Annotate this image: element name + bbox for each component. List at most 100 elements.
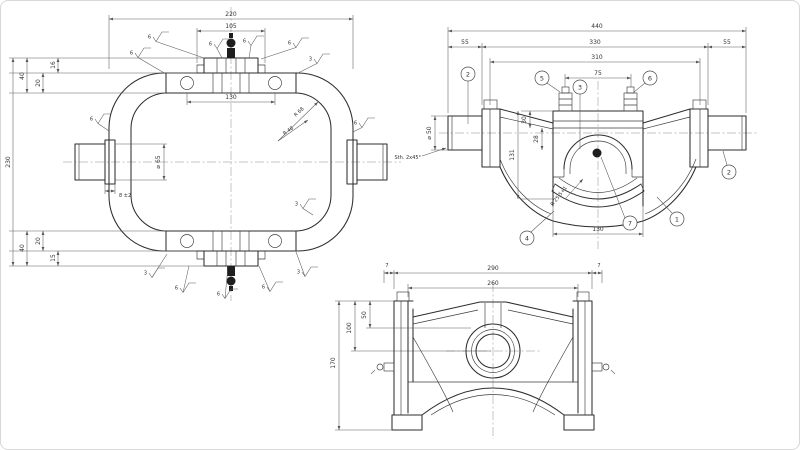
lube-hole-dot <box>592 148 602 158</box>
dim-offset-right-label: 7 <box>597 263 600 269</box>
dim-segment-row: 55 330 55 <box>448 39 746 105</box>
side-view: 440 55 330 55 310 75 131 30 <box>395 23 758 249</box>
balloon-2: 2 <box>460 66 476 82</box>
surface-finish-icon: 6 <box>262 281 283 293</box>
balloon-7: 7 <box>622 215 638 231</box>
dim-inner-width-label: 260 <box>487 280 499 287</box>
dim-bore-center-label: 100 <box>346 322 353 334</box>
surface-finish-icon: 6 <box>288 37 309 49</box>
bolt-hole <box>180 76 194 90</box>
svg-text:6: 6 <box>288 41 291 47</box>
svg-text:3: 3 <box>144 271 147 277</box>
surface-finish-icon: 3 <box>309 53 330 65</box>
left-shaft <box>447 99 501 168</box>
balloon-1: 1 <box>669 211 685 227</box>
balloon-6: 6 <box>642 70 658 86</box>
dim-shaft-right-label: 55 <box>723 39 731 46</box>
surface-finish-icon: 6 <box>130 47 151 59</box>
svg-text:6: 6 <box>148 35 151 41</box>
right-shaft <box>346 139 388 185</box>
dim-stud-spacing-label: 75 <box>594 70 602 77</box>
dim-top-plate-label: 20 <box>35 79 42 87</box>
dim-body-label: 330 <box>589 39 601 46</box>
bolt-hole <box>268 234 282 248</box>
dim-overall-width-label: 220 <box>225 11 237 18</box>
surface-finish-icon: 6 <box>175 282 196 294</box>
surface-finish-icon: 6 <box>209 38 230 50</box>
surface-finish-icon: 3 <box>295 198 316 210</box>
dim-overall-width: 290 7 7 <box>383 263 603 289</box>
grease-nipple-icon <box>226 33 236 58</box>
dim-step2-label: 28 <box>533 135 540 143</box>
dim-cap-width-label: 105 <box>225 23 237 30</box>
dim-bolt-spacing-label: 130 <box>225 94 237 101</box>
surface-finish-icon: 3 <box>297 266 318 278</box>
balloon-4: 4 <box>519 230 535 246</box>
dim-bottom-cap-label: 15 <box>50 254 57 262</box>
svg-text:2: 2 <box>466 71 470 79</box>
radius-callouts: R 68 R 48 <box>277 101 319 142</box>
bore-circles <box>465 323 521 379</box>
dim-offset-left-label: 7 <box>385 263 388 269</box>
surface-finish-icon: 6 <box>217 288 238 300</box>
dim-overall-height-label: 230 <box>5 156 12 168</box>
surface-finish-icon: 6 <box>90 113 111 125</box>
bolt-hole <box>180 234 194 248</box>
dim-shaft-diameter: ⌀ 65 <box>115 143 167 181</box>
dim-cap-width: 105 <box>196 23 266 63</box>
svg-text:6: 6 <box>209 42 212 48</box>
dim-vertical-stack: 131 30 28 <box>509 110 553 200</box>
dim-vertical-stack: 170 100 50 <box>330 300 471 431</box>
dim-overall-width-label: 290 <box>487 265 499 272</box>
grease-nipple-icon <box>370 362 395 375</box>
balloon-callouts: 2 5 3 6 4 7 1 2 <box>460 66 737 246</box>
radius-inner-label: R 48 <box>282 125 295 136</box>
dim-shaft-diameter-label: ⌀ 65 <box>155 155 162 168</box>
svg-text:4: 4 <box>525 235 529 243</box>
surface-finish-icon: 3 <box>144 267 165 279</box>
dim-step1-label: 30 <box>521 116 528 124</box>
body-outline <box>391 291 595 431</box>
balloon-3: 3 <box>572 79 588 95</box>
dim-bolt-spacing: 130 <box>186 93 276 105</box>
chamfer-note-label: Sth. 2x45° <box>395 155 422 161</box>
bearing-tower <box>551 86 645 208</box>
bottom-view: 290 7 7 260 170 100 50 <box>330 263 616 439</box>
dim-top-cap-label: 16 <box>50 61 57 69</box>
top-bearing-cap <box>165 33 297 94</box>
svg-text:3: 3 <box>297 270 300 276</box>
svg-text:6: 6 <box>217 292 220 298</box>
surface-finish-marks: 6 6 6 6 6 3 6 6 3 3 6 6 6 3 <box>90 31 375 300</box>
svg-text:3: 3 <box>309 57 312 63</box>
svg-text:6: 6 <box>648 75 652 83</box>
chamfer-note: Sth. 2x45° <box>395 147 447 161</box>
svg-text:3: 3 <box>295 202 298 208</box>
svg-text:1: 1 <box>675 216 679 224</box>
radius-outer-label: R 68 <box>293 106 305 118</box>
bottom-bearing-cap <box>165 230 297 291</box>
right-shaft <box>689 99 747 168</box>
svg-text:7: 7 <box>628 220 632 228</box>
dim-collar-width-label: 8 ±2 <box>119 193 131 199</box>
dim-height-overall-label: 170 <box>330 357 337 369</box>
balloon-right-shaft: 2 <box>721 164 737 180</box>
dim-bore-top-label: 50 <box>361 311 368 319</box>
dim-shaft-diameter-label: ⌀ 50 <box>426 126 433 139</box>
dim-overall-width: 440 <box>447 23 747 113</box>
dim-overall-width: 220 <box>108 11 354 69</box>
svg-text:6: 6 <box>130 51 133 57</box>
dim-inner-width: 260 <box>407 280 579 297</box>
dim-depth-label: 131 <box>509 149 516 161</box>
svg-text:3: 3 <box>578 84 582 92</box>
surface-finish-icon: 6 <box>148 31 169 43</box>
bolt-hole <box>268 76 282 90</box>
left-shaft <box>74 139 116 185</box>
dim-bottom-plate-label: 20 <box>35 237 42 245</box>
dim-flange-span-label: 310 <box>591 54 603 61</box>
surface-finish-icon: 6 <box>354 117 375 129</box>
dim-overall-width-label: 440 <box>591 23 603 30</box>
svg-text:6: 6 <box>262 285 265 291</box>
front-view: 220 105 130 230 40 20 16 40 20 1 <box>5 7 401 301</box>
balloon-5: 5 <box>534 70 550 86</box>
